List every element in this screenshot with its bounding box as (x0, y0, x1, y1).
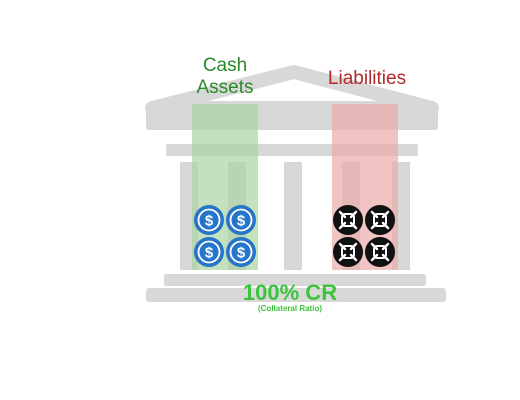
cash-label-line2: Assets (196, 77, 254, 98)
bank-column-3 (284, 162, 302, 270)
svg-text:$: $ (237, 245, 246, 262)
liability-tokens (333, 205, 395, 267)
usdc-coin-icon: $ (226, 237, 256, 267)
stablecoin-token-icon (365, 237, 395, 267)
usdc-coins: $ $ $ $ (194, 205, 256, 267)
svg-text:$: $ (205, 213, 214, 230)
stablecoin-token-icon (333, 205, 363, 235)
collateral-ratio-subtitle: (Collateral Ratio) (257, 304, 322, 313)
svg-text:$: $ (205, 245, 214, 262)
cash-label-line1: Cash (202, 55, 248, 76)
cash-assets-label: Cash Assets (180, 55, 270, 99)
bank-base-upper (164, 274, 426, 286)
usdc-coin-icon: $ (194, 205, 224, 235)
usdc-coin-icon: $ (194, 237, 224, 267)
collateral-ratio-title: 100% CR (242, 280, 338, 305)
svg-text:$: $ (237, 213, 246, 230)
bank-building-icon (145, 65, 446, 302)
stablecoin-token-icon (365, 205, 395, 235)
bank-base-lower (146, 288, 446, 302)
stablecoin-token-icon (333, 237, 363, 267)
liabilities-label: Liabilities (327, 68, 407, 89)
usdc-coin-icon: $ (226, 205, 256, 235)
